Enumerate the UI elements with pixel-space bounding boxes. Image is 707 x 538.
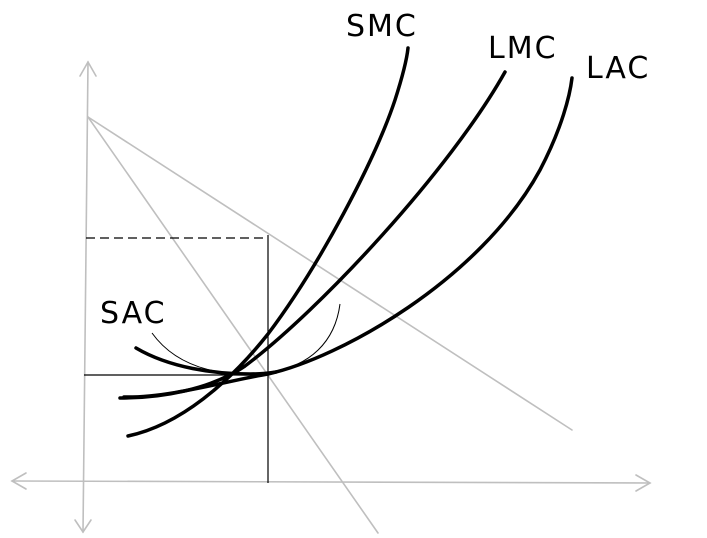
- smc-label: SMC: [346, 9, 418, 44]
- y-axis: [74, 60, 97, 534]
- y-axis-arrow-up: [79, 60, 97, 77]
- lmc-label: LMC: [488, 31, 558, 66]
- x-axis: [10, 472, 652, 492]
- gray-line-flat: [87, 116, 573, 431]
- x-axis-arrow-left: [10, 472, 27, 490]
- lac-label: LAC: [586, 51, 650, 86]
- lmc-curve: [118, 70, 507, 400]
- x-axis-arrow-right: [635, 474, 652, 492]
- smc-curve: [126, 46, 410, 438]
- gray-line-steep: [87, 116, 379, 534]
- sac-label: SAC: [100, 296, 167, 331]
- y-axis-arrow-down: [74, 519, 92, 534]
